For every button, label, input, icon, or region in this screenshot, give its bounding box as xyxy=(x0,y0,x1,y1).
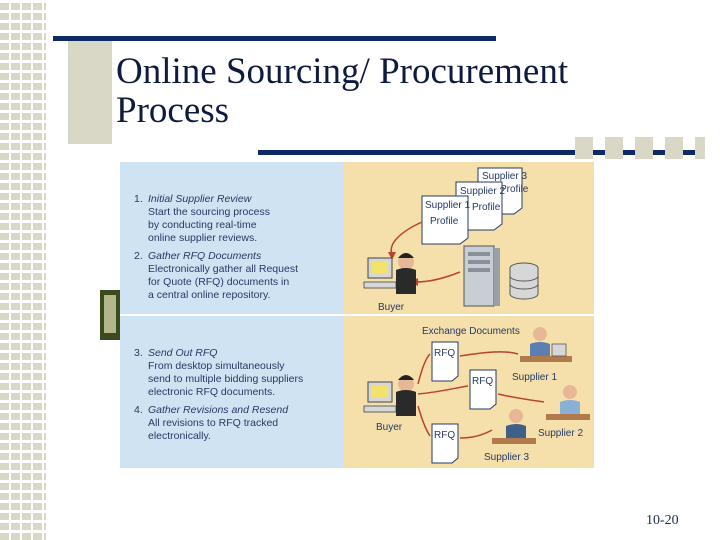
decorative-stripes xyxy=(0,0,46,540)
desk-icon xyxy=(492,438,536,444)
rfq-label: RFQ xyxy=(434,348,455,359)
person-body-icon xyxy=(560,400,580,416)
rfq-label: RFQ xyxy=(434,430,455,441)
step-3: 3. Send Out RFQ From desktop simultaneou… xyxy=(134,347,303,398)
supplier-1-figure: Supplier 1 xyxy=(512,327,572,383)
supplier-profile-1: Supplier 1 Profile xyxy=(421,195,470,245)
supplier-label: Supplier 1 xyxy=(512,372,557,383)
step-2: 2. Gather RFQ Documents Electronically g… xyxy=(134,250,298,301)
rule-accent-blocks xyxy=(575,137,705,159)
procurement-figure: 1. Initial Supplier Review Start the sou… xyxy=(120,162,594,468)
buyer-label: Buyer xyxy=(376,422,403,433)
database-icon xyxy=(509,262,539,300)
step-line: Start the sourcing process xyxy=(148,206,270,218)
buyer-workstation-top: Buyer xyxy=(363,253,416,313)
person-body-icon xyxy=(506,424,526,440)
step-heading: Initial Supplier Review xyxy=(148,193,253,205)
step-line: for Quote (RFQ) documents in xyxy=(148,276,289,288)
step-line: by conducting real-time xyxy=(148,219,257,231)
page-number: 10-20 xyxy=(646,513,679,528)
exchange-documents-label: Exchange Documents xyxy=(422,326,520,337)
arrow-to-supplier-3 xyxy=(459,429,493,439)
profile-label: Supplier 1 xyxy=(425,200,470,211)
arrow-to-supplier-2 xyxy=(497,393,545,403)
person-body-icon xyxy=(530,342,550,358)
step-line: a central online repository. xyxy=(148,289,270,301)
panel-left-top xyxy=(120,162,344,315)
arrow-to-rfq-1 xyxy=(417,353,431,385)
supplier-label: Supplier 2 xyxy=(538,428,583,439)
step-number: 1. xyxy=(134,193,143,205)
step-line: All revisions to RFQ tracked xyxy=(148,417,278,429)
person-head-icon xyxy=(563,385,577,399)
person-body-icon xyxy=(396,390,416,416)
step-line: electronically. xyxy=(148,430,211,442)
step-line: From desktop simultaneously xyxy=(148,360,285,372)
step-4: 4. Gather Revisions and Resend All revis… xyxy=(134,404,289,442)
profile-label: Supplier 3 xyxy=(482,171,527,182)
panel-left-bottom xyxy=(120,315,344,468)
supplier-2-figure: Supplier 2 xyxy=(538,385,590,439)
monitor-icon xyxy=(551,343,567,357)
step-number: 4. xyxy=(134,404,143,416)
rfq-document-3: RFQ xyxy=(431,423,459,464)
rfq-document-1: RFQ xyxy=(431,341,459,382)
server-icon xyxy=(463,245,500,307)
profile-label: Profile xyxy=(472,202,501,213)
title-accent-block xyxy=(68,41,112,144)
step-line: electronic RFQ documents. xyxy=(148,386,275,398)
monitor-screen xyxy=(372,262,388,274)
side-accent-inner xyxy=(104,295,116,333)
step-number: 3. xyxy=(134,347,143,359)
step-line: online supplier reviews. xyxy=(148,232,257,244)
profile-label: Profile xyxy=(500,184,529,195)
buyer-label: Buyer xyxy=(378,302,405,313)
profile-label: Profile xyxy=(430,216,459,227)
arrow-profiles-to-buyer xyxy=(390,221,423,255)
supplier-3-figure: Supplier 3 xyxy=(484,409,536,463)
monitor-screen xyxy=(372,386,388,398)
page-title: Online Sourcing/ Procurement Process xyxy=(116,51,569,131)
step-1: 1. Initial Supplier Review Start the sou… xyxy=(134,193,270,244)
person-head-icon xyxy=(509,409,523,423)
desk-icon xyxy=(546,414,590,420)
rfq-label: RFQ xyxy=(472,376,493,387)
arrow-to-supplier-1 xyxy=(459,351,519,357)
arrow-server-to-buyer xyxy=(415,271,461,283)
step-number: 2. xyxy=(134,250,143,262)
keyboard-icon xyxy=(363,405,397,413)
rfq-document-2: RFQ xyxy=(469,369,497,410)
keyboard-icon xyxy=(363,281,397,289)
supplier-label: Supplier 3 xyxy=(484,452,529,463)
step-heading: Send Out RFQ xyxy=(148,347,217,359)
profile-label: Supplier 2 xyxy=(460,186,505,197)
step-line: send to multiple bidding suppliers xyxy=(148,373,303,385)
arrow-head xyxy=(388,252,396,260)
step-line: Electronically gather all Request xyxy=(148,263,298,275)
arrow-to-rfq-3 xyxy=(417,405,431,437)
desk-icon xyxy=(520,356,572,362)
step-heading: Gather RFQ Documents xyxy=(148,250,262,262)
step-heading: Gather Revisions and Resend xyxy=(148,404,289,416)
person-body-icon xyxy=(396,268,416,294)
person-head-icon xyxy=(533,327,547,341)
arrow-to-rfq-2 xyxy=(417,385,469,395)
buyer-workstation-bottom: Buyer xyxy=(363,375,416,433)
title-rule-bottom xyxy=(258,150,702,155)
title-rule-top xyxy=(53,36,496,41)
